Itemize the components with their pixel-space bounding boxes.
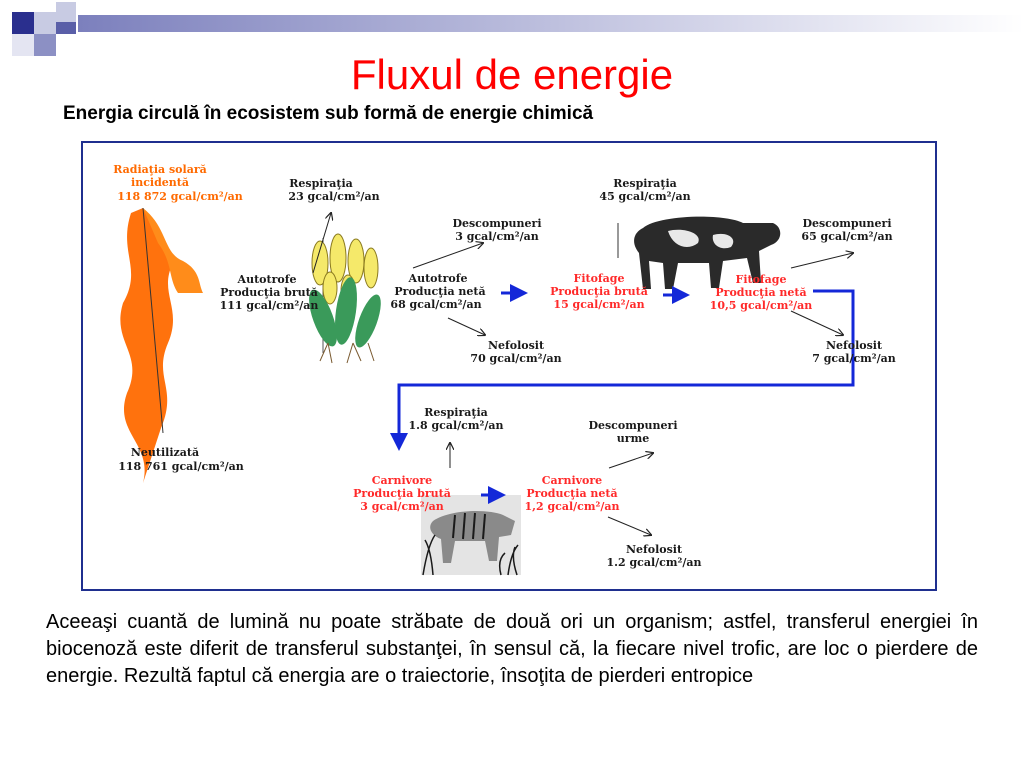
deco-square	[12, 34, 34, 56]
carnivore-bruta-value: 3 gcal/cm²/an	[360, 500, 444, 513]
deco-square	[12, 12, 34, 34]
nefolosit2-label: Nefolosit	[826, 339, 883, 352]
resp2-label: Respiraţia	[613, 177, 677, 190]
energy-flow-diagram: Radiaţia solară incidentă 118 872 gcal/c…	[81, 141, 937, 591]
resp3-value: 1.8 gcal/cm²/an	[409, 419, 504, 432]
solar-radiation-wave	[120, 208, 173, 483]
cow-illustration	[617, 216, 781, 289]
diagram-canvas: Radiaţia solară incidentă 118 872 gcal/c…	[113, 163, 896, 576]
deco-square	[56, 22, 76, 34]
descompuneri2-label: Descompuneri	[802, 217, 891, 230]
solar-radiation-wave-2	[143, 208, 203, 293]
descompuneri2-value: 65 gcal/cm²/an	[801, 230, 892, 243]
solar-value: 118 872 gcal/cm²/an	[117, 190, 243, 203]
nefolosit1-label: Nefolosit	[488, 339, 545, 352]
carnivore-neta-label-1: Carnivore	[542, 474, 602, 487]
carnivore-bruta-label-1: Carnivore	[372, 474, 432, 487]
autotrofe-neta-label-1: Autotrofe	[408, 272, 468, 285]
carnivore-neta-label-2: Producţia netă	[526, 487, 617, 500]
carnivore-neta-value: 1,2 gcal/cm²/an	[525, 500, 620, 513]
resp3-label: Respiraţia	[424, 406, 488, 419]
neutilizata-label: Neutilizată	[131, 446, 199, 459]
tiger-illustration	[421, 495, 521, 576]
autotrofe-neta-label-2: Producţia netă	[394, 285, 485, 298]
autotrofe-bruta-label-1: Autotrofe	[237, 273, 297, 286]
fitofage-bruta-label-2: Producţia brută	[550, 285, 648, 298]
plants-illustration	[309, 233, 381, 364]
solar-label-1: Radiaţia solară	[113, 163, 207, 176]
resp1-label: Respiraţia	[289, 177, 353, 190]
descompuneri1-value: 3 gcal/cm²/an	[455, 230, 539, 243]
deco-square	[34, 12, 56, 34]
carnivore-bruta-label-2: Producţia brută	[353, 487, 451, 500]
deco-square	[34, 34, 56, 56]
descompuneri3-value: urme	[617, 432, 649, 445]
slide-title: Fluxul de energie	[350, 51, 674, 98]
fitofage-neta-label-2: Producţia netă	[715, 286, 806, 299]
resp2-value: 45 gcal/cm²/an	[599, 190, 690, 203]
neutilizata-value: 118 761 gcal/cm²/an	[118, 460, 244, 473]
fitofage-neta-label-1: Fitofage	[736, 273, 787, 286]
slide-subtitle: Energia circulă în ecosistem sub formă d…	[63, 103, 594, 124]
fitofage-bruta-label-1: Fitofage	[574, 272, 625, 285]
solar-label-2: incidentă	[131, 176, 189, 189]
descompuneri1-label: Descompuneri	[452, 217, 541, 230]
descompuneri3-label: Descompuneri	[588, 419, 677, 432]
nefolosit3-label: Nefolosit	[626, 543, 683, 556]
autotrofe-bruta-label-2: Producţia brută	[220, 286, 318, 299]
deco-square	[56, 2, 76, 22]
fitofage-neta-value: 10,5 gcal/cm²/an	[710, 299, 813, 312]
body-paragraph: Aceeaşi cuantă de lumină nu poate străba…	[46, 611, 978, 687]
autotrofe-bruta-value: 111 gcal/cm²/an	[220, 299, 319, 312]
nefolosit3-value: 1.2 gcal/cm²/an	[607, 556, 702, 569]
autotrofe-neta-value: 68 gcal/cm²/an	[390, 298, 481, 311]
header-gradient-bar	[78, 15, 1024, 32]
resp1-value: 23 gcal/cm²/an	[288, 190, 379, 203]
nefolosit2-value: 7 gcal/cm²/an	[812, 352, 896, 365]
solar-arrow	[142, 207, 164, 434]
nefolosit1-value: 70 gcal/cm²/an	[470, 352, 561, 365]
flow-arrows	[390, 284, 855, 504]
fitofage-bruta-value: 15 gcal/cm²/an	[553, 298, 644, 311]
loss-arrows	[312, 213, 853, 535]
